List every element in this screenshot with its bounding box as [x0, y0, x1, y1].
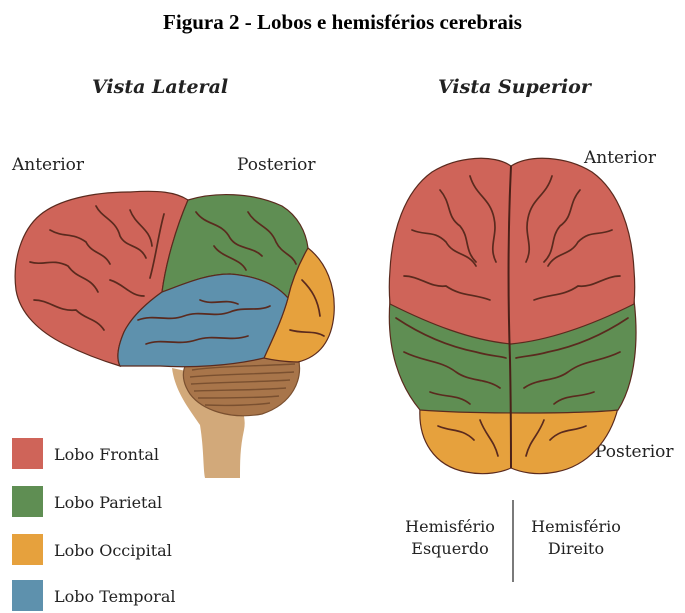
lateral-brain: [15, 191, 334, 478]
superior-frontal-lobe: [389, 158, 635, 344]
legend-item-temporal: Lobo Temporal: [12, 580, 252, 612]
legend-swatch-parietal: [12, 486, 43, 517]
legend-swatch-occipital: [12, 534, 43, 565]
legend-item-occipital: Lobo Occipital: [12, 534, 252, 566]
legend-swatch-frontal: [12, 438, 43, 469]
legend-label-occipital: Lobo Occipital: [54, 541, 172, 560]
right-hemisphere-line1: Hemisfério: [520, 516, 632, 538]
superior-occipital-lobe: [420, 408, 618, 474]
legend-item-frontal: Lobo Frontal: [12, 438, 252, 470]
legend-label-frontal: Lobo Frontal: [54, 445, 159, 464]
left-hemisphere-line1: Hemisfério: [394, 516, 506, 538]
left-hemisphere-label: Hemisfério Esquerdo: [394, 516, 506, 560]
superior-brain: [389, 158, 636, 473]
right-hemisphere-line2: Direito: [520, 538, 632, 560]
left-hemisphere-line2: Esquerdo: [394, 538, 506, 560]
legend-label-parietal: Lobo Parietal: [54, 493, 162, 512]
right-hemisphere-label: Hemisfério Direito: [520, 516, 632, 560]
legend-item-parietal: Lobo Parietal: [12, 486, 252, 518]
legend-label-temporal: Lobo Temporal: [54, 587, 175, 606]
legend-swatch-temporal: [12, 580, 43, 611]
